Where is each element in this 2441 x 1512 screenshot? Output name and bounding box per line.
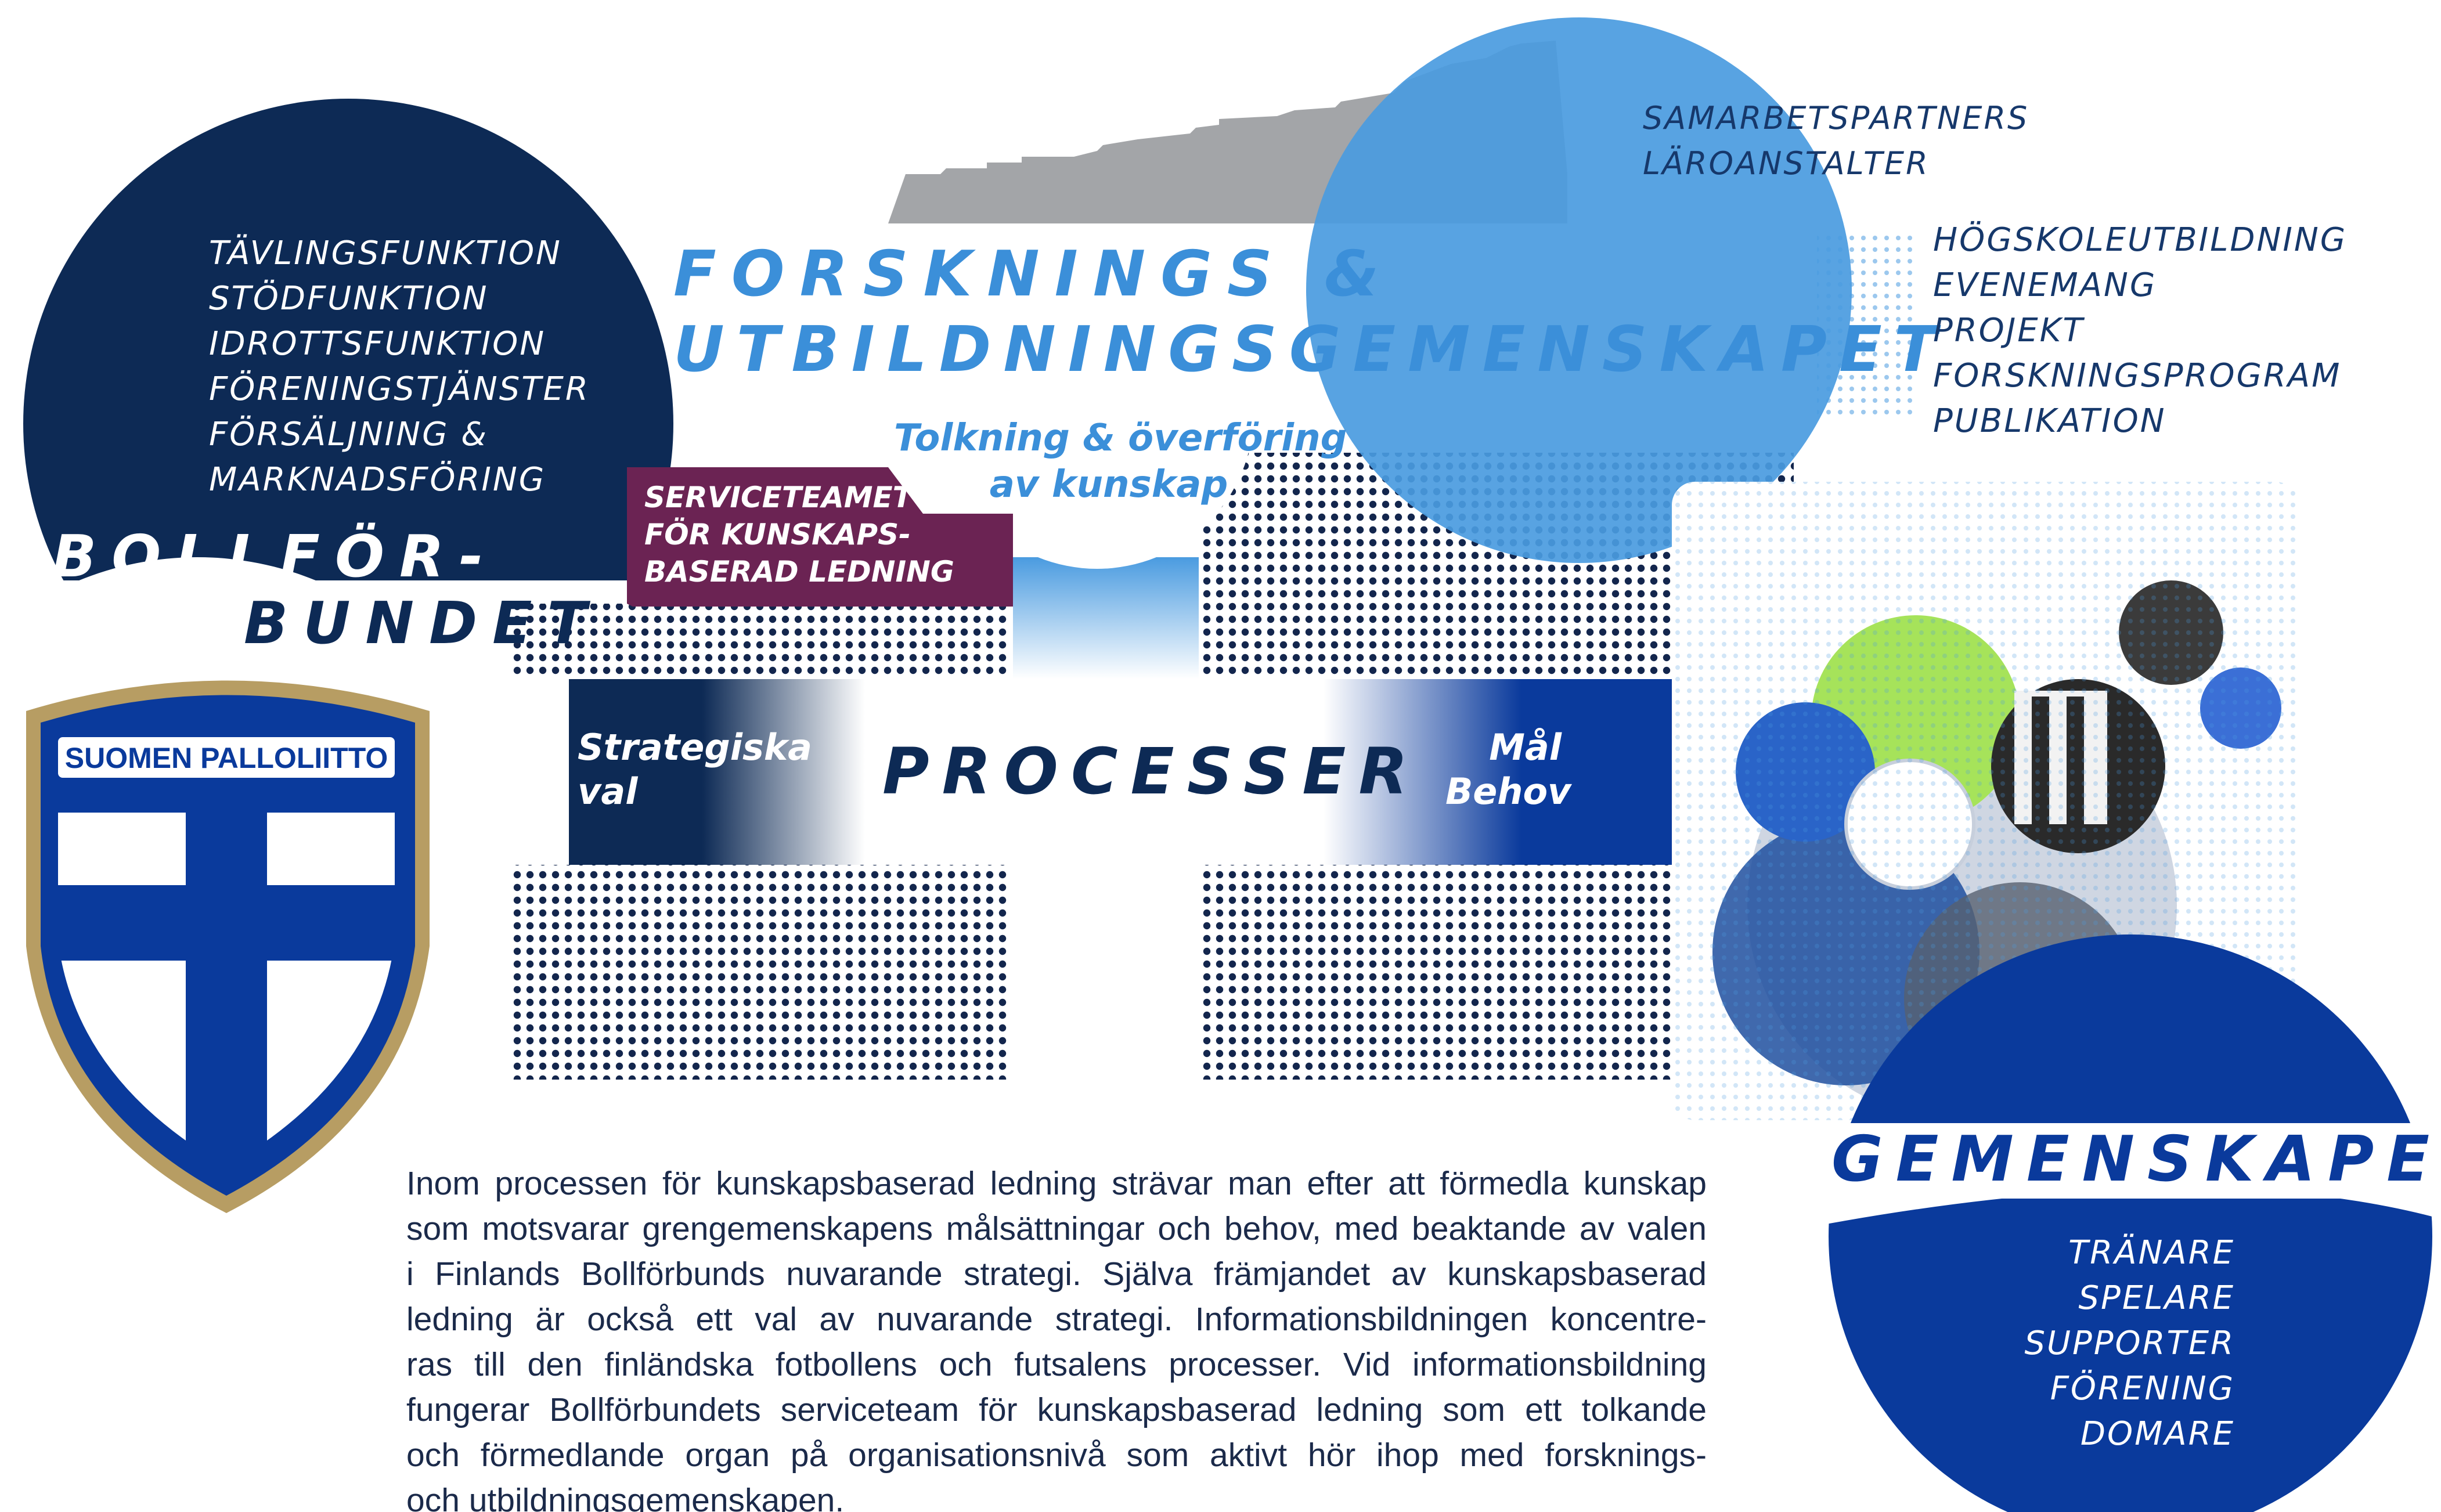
body-line: och utbildningsgemenskapen. — [406, 1482, 845, 1512]
suomen-palloliitto-logo — [26, 680, 430, 1213]
community-circle — [1829, 934, 2432, 1512]
federation-function: TÄVLINGSFUNKTION — [209, 234, 562, 272]
research-activity: HÖGSKOLEUTBILDNING — [1933, 221, 2348, 259]
process-left-line: Strategiska — [578, 726, 812, 768]
service-team-box — [627, 467, 1013, 607]
research-activity: PROJEKT — [1933, 312, 2085, 349]
community-member: SPELARE — [2078, 1279, 2235, 1317]
research-title-line1: FORSKNINGS & — [673, 238, 1394, 311]
federation-circle — [23, 99, 673, 580]
federation-title-line1: BOLLFÖR- — [52, 522, 499, 590]
federation-function: IDROTTSFUNKTION — [209, 325, 546, 363]
community-title: GEMENSKAPET — [1831, 1123, 2441, 1196]
body-line: ledning är också ett val av nuvarande st… — [406, 1301, 1707, 1338]
research-title-line2: UTBILDNINGSGEMENSKAPET — [673, 313, 1949, 386]
service-team-line: FÖR KUNSKAPS- — [644, 518, 911, 551]
community-member: TRÄNARE — [2068, 1234, 2235, 1272]
research-title-part: UTBILDNINGSGEMENSKAPET — [673, 313, 1949, 386]
research-dot-patch — [1817, 232, 1916, 418]
research-subtitle-line: av kunskap — [989, 463, 1228, 506]
federation-title-line2: BUNDET — [244, 589, 602, 657]
research-partners-list: SAMARBETSPARTNERS LÄROANSTALTER — [1643, 96, 2029, 186]
dot-field-top-left — [511, 604, 1010, 679]
research-activity: FORSKNINGSPROGRAM — [1933, 357, 2342, 395]
federation-function: MARKNADSFÖRING — [209, 461, 546, 499]
community-title-band — [1823, 1123, 2441, 1199]
process-band-left — [569, 679, 865, 865]
federation-function: FÖRSÄLJNING & — [209, 416, 488, 453]
community-members-list: TRÄNARE SPELARE SUPPORTER FÖRENING DOMAR… — [2003, 1230, 2235, 1457]
research-stem — [1013, 557, 1199, 679]
community-member: DOMARE — [2080, 1415, 2235, 1453]
process-band-center — [865, 679, 1387, 865]
body-line: och förmedlande organ på organisationsni… — [406, 1437, 1707, 1474]
research-subtitle: Tolkning & överföring av kunskap — [894, 415, 1347, 508]
research-subtitle-line: Tolkning & överföring — [894, 417, 1347, 460]
process-band-right — [1324, 679, 1683, 865]
dot-field-bottom-right — [1202, 865, 1683, 1080]
body-paragraph: Inom processen för kunskapsbaserad ledni… — [406, 1161, 1707, 1512]
research-lower-bubble — [940, 255, 1254, 569]
service-team-line: BASERAD LEDNING — [644, 555, 954, 589]
research-circle — [1306, 17, 1852, 563]
federation-function: STÖDFUNKTION — [209, 280, 489, 317]
research-activity: PUBLIKATION — [1933, 402, 2166, 440]
community-member: FÖRENING — [2050, 1370, 2235, 1408]
process-right-label: Mål Behov — [1445, 726, 1571, 814]
logo-text: SUOMEN PALLOLIITTO — [64, 742, 388, 774]
process-right-line: Mål — [1489, 726, 1562, 768]
body-line: i Finlands Bollförbunds nuvarande strate… — [406, 1255, 1707, 1293]
community-member: SUPPORTER — [2024, 1325, 2235, 1362]
body-line: fungerar Bollförbundets serviceteam för … — [406, 1391, 1707, 1428]
research-partner: SAMARBETSPARTNERS — [1643, 100, 2029, 136]
research-activity: EVENEMANG — [1933, 266, 2157, 304]
process-left-label: Strategiska val — [578, 726, 812, 814]
body-line: Inom processen för kunskapsbaserad ledni… — [406, 1165, 1707, 1202]
process-right-line: Behov — [1445, 770, 1571, 813]
processes-title: PROCESSER — [882, 734, 1421, 809]
federation-function: FÖRENINGSTJÄNSTER — [209, 370, 590, 408]
body-line: som motsvarar grengemenskapens målsättni… — [406, 1210, 1707, 1247]
process-left-line: val — [578, 770, 638, 813]
federation-function-list: TÄVLINGSFUNKTION STÖDFUNKTION IDROTTSFUN… — [209, 231, 590, 503]
research-partner: LÄROANSTALTER — [1643, 145, 1930, 182]
community-title-band-curve — [1823, 1188, 2441, 1225]
body-line: ras till den finländska fotbollens och f… — [406, 1346, 1707, 1383]
service-team-line: SERVICETEAMET — [644, 481, 913, 514]
service-team-label: SERVICETEAMET FÖR KUNSKAPS- BASERAD LEDN… — [644, 479, 954, 590]
dot-field-bottom-left — [511, 865, 1010, 1080]
research-activities-list: HÖGSKOLEUTBILDNING EVENEMANG PROJEKT FOR… — [1933, 218, 2347, 444]
